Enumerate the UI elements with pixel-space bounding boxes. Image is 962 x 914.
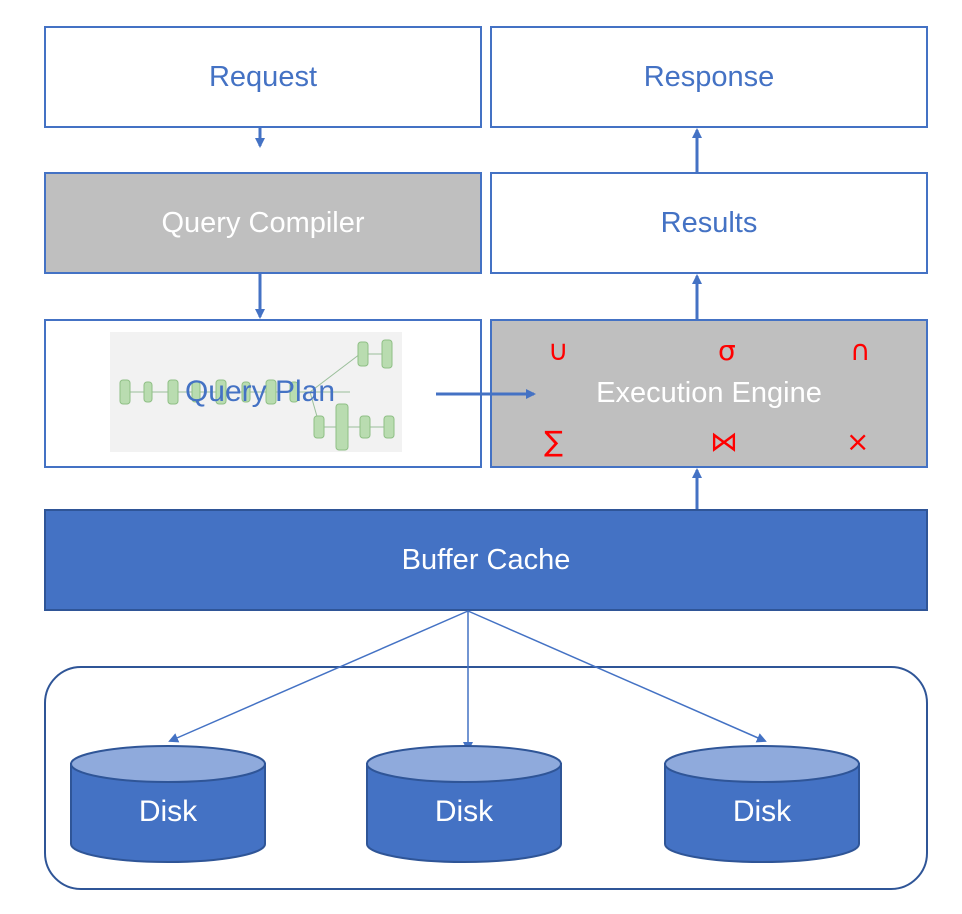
join-operator-icon: ⋈	[710, 425, 738, 458]
union-operator-icon: ∪	[548, 334, 569, 367]
intersection-operator-icon: ∩	[850, 334, 871, 367]
results-label: Results	[660, 206, 758, 239]
query-plan-label: Query Plan	[184, 375, 336, 408]
disk-2-icon	[366, 745, 562, 863]
buffer-cache-label: Buffer Cache	[401, 543, 571, 576]
execution-engine-label: Execution Engine	[596, 377, 822, 409]
query-compiler-label: Query Compiler	[161, 206, 365, 239]
disk-3-label: Disk	[732, 795, 792, 828]
execution-engine-box: Execution Engine	[490, 319, 928, 468]
query-plan-graph-icon	[119, 339, 395, 451]
response-box: Response	[490, 26, 928, 128]
selection-operator-icon: σ	[718, 334, 736, 367]
disk-3-icon	[664, 745, 860, 863]
query-plan-thumbnail	[110, 332, 402, 452]
sum-operator-icon: ∑	[544, 425, 563, 458]
results-box: Results	[490, 172, 928, 274]
buffer-cache-box: Buffer Cache	[44, 509, 928, 611]
response-label: Response	[643, 60, 775, 93]
arrow-cache-to-disk-3	[467, 610, 767, 743]
request-box: Request	[44, 26, 482, 128]
request-label: Request	[208, 60, 317, 93]
arrow-cache-to-disk-1	[168, 610, 469, 743]
disk-1-label: Disk	[138, 795, 198, 828]
query-compiler-box: Query Compiler	[44, 172, 482, 274]
disk-2-label: Disk	[434, 795, 494, 828]
disk-1-icon	[70, 745, 266, 863]
cross-product-operator-icon: ×	[846, 425, 870, 458]
